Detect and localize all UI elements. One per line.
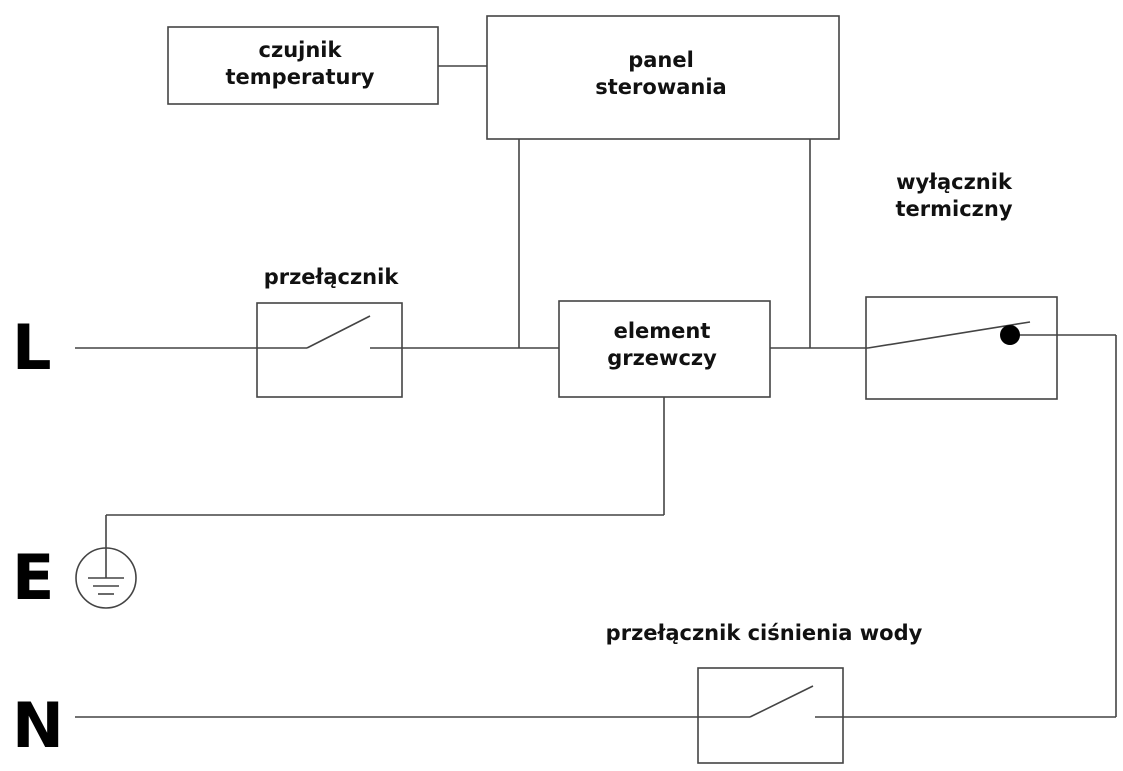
switch-box [256,302,403,398]
control-panel-label: panel sterowania [595,48,727,99]
thermal-cutout-label: wyłącznik termiczny [895,170,1013,221]
thermal-cutout-contact [867,321,1031,349]
thermal-cutout-dot [1000,325,1020,345]
control-panel-box [486,15,840,140]
earth-label: E [12,541,55,614]
thermal-cutout-box [865,296,1058,400]
earth-symbol-icon [75,547,137,609]
live-label: L [12,311,52,384]
switch-contact [306,315,371,349]
neutral-label: N [12,689,64,762]
heating-element-label: element grzewczy [607,319,717,370]
water-pressure-switch-box [697,667,844,764]
pressure-switch-contact [749,685,814,718]
switch-label: przełącznik [263,265,399,289]
water-pressure-switch-label: przełącznik ciśnienia wody [605,621,923,645]
temperature-sensor-label: czujnik temperatury [225,38,375,89]
